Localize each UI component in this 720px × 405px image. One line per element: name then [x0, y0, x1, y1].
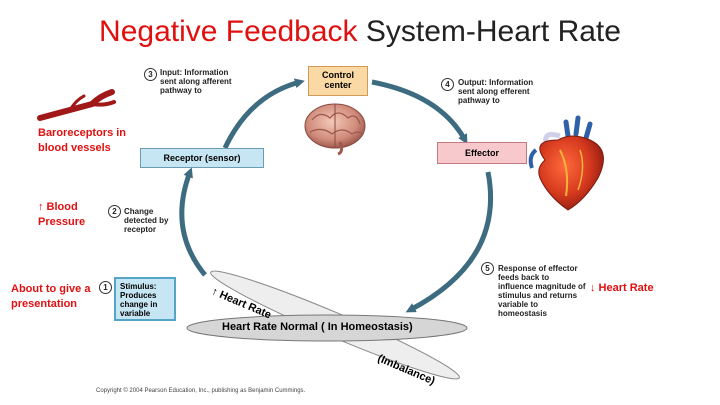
heart-icon: [528, 115, 604, 211]
presentation-label: About to give a presentation: [11, 283, 91, 310]
step-4-number: 4: [441, 78, 454, 91]
step-3-text: Input: Information sent along afferent p…: [160, 68, 232, 95]
receptor-box: Receptor (sensor): [140, 148, 264, 168]
effector-box: Effector: [437, 142, 527, 164]
control-center-box: Control center: [308, 66, 368, 96]
heart-rate-down-label: ↓ Heart Rate: [590, 282, 654, 294]
step-3-number: 3: [144, 68, 157, 81]
step-2-number: 2: [108, 205, 121, 218]
title-highlight: Negative Feedback: [99, 15, 358, 48]
detection-arrow: [179, 167, 207, 277]
copyright-text: Copyright © 2004 Pearson Education, Inc.…: [96, 388, 306, 394]
afferent-arrow: [222, 78, 305, 150]
step-1-number: 1: [99, 281, 112, 294]
stimulus-box: Stimulus: Produces change in variable: [114, 277, 176, 321]
baroreceptors-label: Baroreceptors in blood vessels: [38, 127, 127, 154]
title-rest: System-Heart Rate: [357, 15, 621, 48]
slide-title: Negative Feedback System-Heart Rate: [0, 14, 720, 50]
stimulus-label: Stimulus: Produces change in variable: [120, 282, 158, 318]
blood-pressure-label: ↑ Blood Pressure: [38, 201, 86, 228]
homeostasis-label: Heart Rate Normal ( In Homeostasis): [222, 321, 413, 333]
homeostasis-oval: [186, 314, 468, 342]
efferent-arrow: [371, 79, 468, 145]
step-5-number: 5: [481, 262, 494, 275]
effector-label: Effector: [464, 148, 499, 158]
brain-icon: [304, 103, 366, 156]
control-center-label: Control center: [322, 70, 354, 90]
blood-vessel-icon: [37, 89, 116, 121]
response-arrow: [405, 171, 494, 313]
step-2-text: Change detected by receptor: [124, 207, 169, 234]
receptor-label: Receptor (sensor): [163, 153, 241, 163]
step-5-text: Response of effector feeds back to influ…: [498, 264, 586, 318]
step-4-text: Output: Information sent along efferent …: [458, 78, 534, 105]
